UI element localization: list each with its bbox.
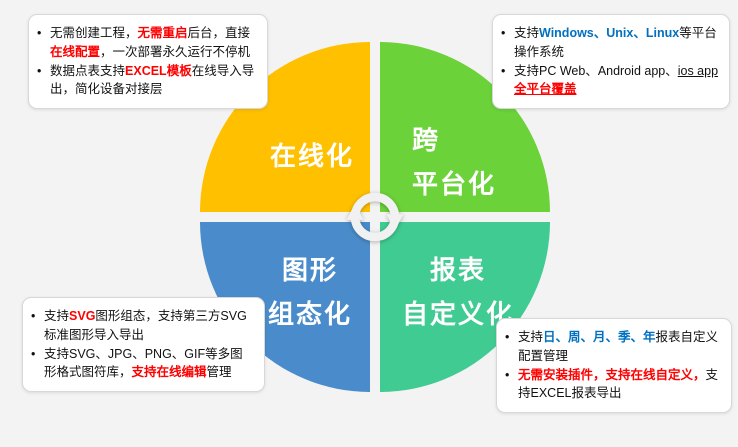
quadrant-label-graphic-config: 图形 组态化	[268, 248, 352, 336]
callout-report-custom-features: • 支持日、周、月、季、年报表自定义配置管理 • 无需安装插件，支持在线自定义，支持E…	[496, 318, 732, 413]
text-segment: ios app	[677, 63, 719, 78]
text-segment: 管理	[206, 365, 232, 380]
sync-arrows-icon	[346, 192, 404, 242]
text-segment: 后台，直接	[187, 26, 251, 40]
bullet-text: 无需创建工程，无需重启后台，直接在线配置，一次部署永久运行不停机	[50, 24, 257, 62]
quadrant-label-line: 自定义化	[402, 299, 515, 329]
quadrant-label-line: 在线化	[269, 141, 354, 171]
bullet-item: • 无需创建工程，无需重启后台，直接在线配置，一次部署永久运行不停机	[37, 24, 257, 62]
text-segment: 在线导入导出，简化设备对接层	[50, 63, 255, 97]
text-segment: 支持在线编辑	[131, 365, 207, 380]
quadrant-label-line: 组态化	[267, 299, 352, 329]
bullet-text: 支持SVG、JPG、PNG、GIF等多图形格式图符库，支持在线编辑管理	[44, 345, 254, 383]
text-segment: ，一次部署永久运行不停机	[100, 44, 251, 59]
quadrant-label-line: 跨	[412, 125, 441, 155]
text-segment: 数据点表支持	[50, 63, 126, 78]
bullet-item: • 支持SVG、JPG、PNG、GIF等多图形格式图符库，支持在线编辑管理	[31, 345, 254, 383]
bullet-dot: •	[31, 309, 36, 323]
bullet-text: 支持SVG图形组态，支持第三方SVG标准图形导入导出	[44, 307, 254, 345]
text-segment: 支持EXCEL报表导出	[518, 367, 719, 401]
text-segment: 无需创建工程，	[50, 26, 138, 40]
quadrant-label-online: 在线化	[270, 134, 354, 178]
text-segment: 图形组态，支持第三方SVG标准图形导入导出	[44, 309, 247, 342]
bullet-dot: •	[37, 63, 42, 78]
quadrant-label-cross-platform: 跨 平台化	[412, 118, 496, 206]
text-segment: 支持	[518, 330, 544, 344]
callout-online-features: • 无需创建工程，无需重启后台，直接在线配置，一次部署永久运行不停机 • 数据点表支持…	[28, 14, 268, 109]
bullet-text: 支持PC Web、Android app、ios app 全平台覆盖	[514, 62, 719, 100]
text-segment: 支持SVG、JPG、PNG、GIF等多图形格式图符库，	[44, 346, 243, 380]
bullet-dot: •	[31, 346, 36, 361]
bullet-item: • 支持日、周、月、季、年报表自定义配置管理	[505, 328, 721, 366]
quadrant-label-line: 平台化	[412, 169, 497, 199]
text-segment: Windows、Unix、Linux	[539, 26, 680, 40]
text-segment: 在线配置	[50, 44, 101, 59]
text-segment: 无需安装插件，支持在线自定义，	[518, 367, 706, 382]
bullet-text: 支持日、周、月、季、年报表自定义配置管理	[518, 328, 721, 366]
quadrant-cross-platform: 跨 平台化	[380, 42, 550, 212]
bullet-text: 无需安装插件，支持在线自定义，支持EXCEL报表导出	[518, 366, 721, 404]
text-segment: 日、周、月、季、年	[543, 330, 656, 344]
callout-cross-platform-features: • 支持Windows、Unix、Linux等平台操作系统 • 支持PC Web、An…	[492, 14, 730, 109]
text-segment: 无需重启	[137, 26, 188, 40]
quadrant-circle: 在线化 跨 平台化 图形 组态化 报表 自定义化	[200, 42, 550, 392]
bullet-dot: •	[501, 26, 506, 40]
bullet-item: • 无需安装插件，支持在线自定义，支持EXCEL报表导出	[505, 366, 721, 404]
bullet-dot: •	[37, 26, 42, 40]
quadrant-label-line: 报表	[430, 255, 487, 285]
bullet-dot: •	[505, 330, 510, 344]
quadrant-label-report-custom: 报表 自定义化	[402, 248, 514, 336]
bullet-dot: •	[505, 367, 510, 382]
quadrant-label-line: 图形	[281, 255, 338, 285]
bullet-item: • 支持Windows、Unix、Linux等平台操作系统	[501, 24, 719, 62]
text-segment: EXCEL模板	[125, 63, 192, 78]
bullet-text: 数据点表支持EXCEL模板在线导入导出，简化设备对接层	[50, 62, 257, 100]
bullet-item: • 支持PC Web、Android app、ios app 全平台覆盖	[501, 62, 719, 100]
text-segment: 支持	[514, 26, 540, 40]
text-segment: 支持PC Web、Android app、	[514, 63, 678, 78]
bullet-text: 支持Windows、Unix、Linux等平台操作系统	[514, 24, 719, 62]
text-segment: SVG	[69, 309, 96, 323]
text-segment: 全平台覆盖	[514, 82, 577, 97]
text-segment: 报表自定义配置管理	[518, 330, 719, 363]
bullet-dot: •	[501, 63, 506, 78]
bullet-item: • 数据点表支持EXCEL模板在线导入导出，简化设备对接层	[37, 62, 257, 100]
text-segment: 支持	[44, 309, 70, 323]
text-segment: 等平台操作系统	[514, 26, 717, 59]
callout-graphic-config-features: • 支持SVG图形组态，支持第三方SVG标准图形导入导出 • 支持SVG、JPG、PN…	[22, 297, 265, 392]
bullet-item: • 支持SVG图形组态，支持第三方SVG标准图形导入导出	[31, 307, 254, 345]
